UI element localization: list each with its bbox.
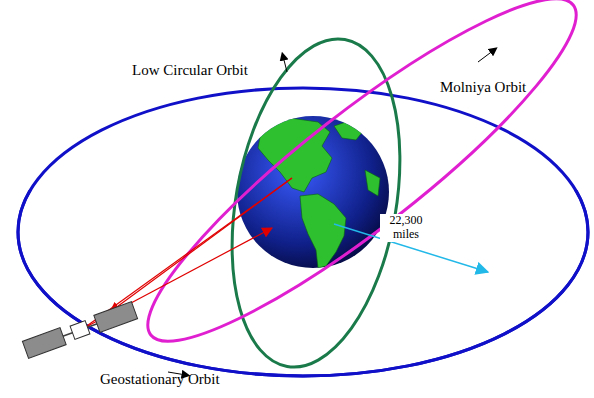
- orbit-direction-arrow: [283, 56, 287, 72]
- signal-line: [84, 178, 292, 328]
- geostationary-orbit: [18, 88, 588, 376]
- orbit-label: Molniya Orbit: [440, 79, 526, 96]
- earth: [237, 116, 389, 268]
- low-circular-orbit: [208, 26, 423, 381]
- orbit-direction-arrow: [478, 50, 494, 62]
- distance-label: 22,300 miles: [380, 214, 432, 242]
- satellite: [22, 302, 137, 359]
- orbit-label: Low Circular Orbit: [132, 62, 248, 79]
- molniya-orbit: [115, 0, 594, 381]
- orbit-label: Geostationary Orbit: [100, 371, 220, 388]
